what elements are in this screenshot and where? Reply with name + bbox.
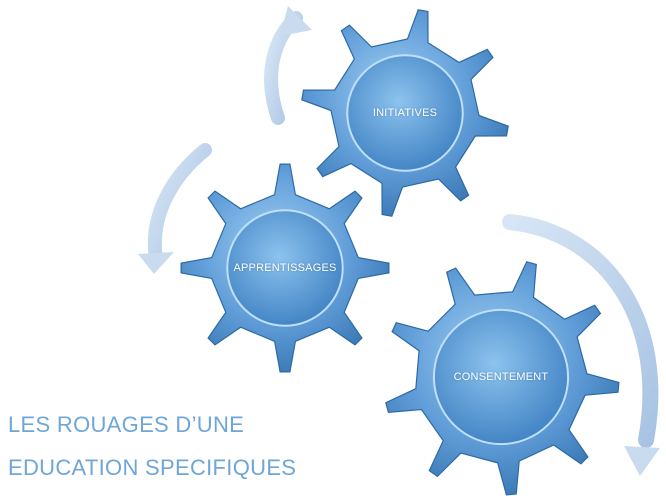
arrow-right-head xyxy=(624,446,660,476)
gear-label-apprentissages: APPRENTISSAGES xyxy=(233,262,337,274)
arrow-left-head xyxy=(138,252,174,274)
gear-label-initiatives: INITIATIVES xyxy=(372,107,438,119)
gear-hub-consentement xyxy=(432,308,570,446)
title-line-2: EDUCATION SPECIFIQUES xyxy=(8,455,297,480)
gears-group xyxy=(180,9,620,496)
arrow-left-curve xyxy=(147,143,212,265)
arrow-right-curve xyxy=(502,214,659,448)
gear-label-consentement: CONSENTEMENT xyxy=(453,371,549,383)
gear-hub-initiatives xyxy=(346,54,464,172)
gear-hub-apprentissages xyxy=(226,209,344,327)
title-line-1: LES ROUAGES D’UNE xyxy=(8,412,245,437)
arrow-top-head xyxy=(280,6,312,36)
